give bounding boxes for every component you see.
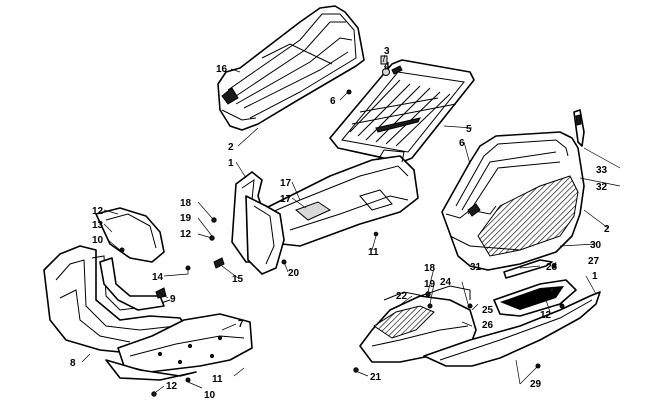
callout-12-left: 12: [180, 229, 192, 240]
callout-labels: 16 2 3 4 6 5 6 33 32 2 30 1 17 17 11 18 …: [70, 46, 610, 401]
callout-31: 31: [470, 262, 482, 273]
callout-9: 9: [170, 294, 176, 305]
grille-panel: [329, 59, 475, 163]
callout-23: 17: [280, 194, 292, 205]
callout-8: 8: [70, 358, 76, 369]
callout-1-top: 1: [228, 158, 234, 169]
callout-25: 25: [482, 305, 494, 316]
side-panel-upper: [217, 5, 365, 131]
callout-17-right: 18: [424, 263, 436, 274]
callout-2-right: 2: [604, 224, 610, 235]
belly-pan-lower: [359, 259, 601, 367]
hardware-3-4: [346, 55, 403, 95]
callout-24: 24: [440, 277, 452, 288]
callout-28: 28: [546, 262, 558, 273]
callout-10-bottom: 10: [204, 390, 216, 401]
callout-14: 13: [92, 220, 104, 231]
leader-lines: [81, 54, 621, 393]
callout-6-top: 6: [330, 96, 336, 107]
callout-27: 27: [588, 256, 600, 267]
callout-26: 26: [482, 320, 494, 331]
callout-32: 32: [596, 182, 608, 193]
front-nose-pan: [43, 207, 187, 355]
callout-18-right: 19: [424, 279, 436, 290]
callout-18-left: 19: [180, 213, 192, 224]
callout-11-upper: 11: [368, 247, 379, 258]
callout-12-bottom: 12: [166, 381, 178, 392]
callout-3: 3: [384, 46, 390, 57]
callout-30: 30: [590, 240, 602, 251]
callout-10-left: 10: [92, 235, 104, 246]
callout-16: 15: [232, 274, 244, 285]
callout-21: 16: [216, 64, 228, 75]
callout-4: 4: [384, 61, 390, 72]
callout-22: 17: [280, 178, 292, 189]
callout-1-right: 1: [592, 271, 598, 282]
callout-7: 7: [238, 319, 244, 330]
callout-2-top: 2: [228, 142, 234, 153]
callout-15: 14: [152, 272, 164, 283]
callout-12-right: 12: [540, 310, 552, 321]
callout-6-right: 6: [459, 138, 465, 149]
side-bracket-upper: [231, 171, 285, 275]
callout-19-upper: 20: [288, 268, 300, 279]
callout-33: 33: [596, 165, 608, 176]
callout-20: 22: [396, 291, 408, 302]
side-panel-right: [441, 109, 585, 271]
callout-19-lower: 21: [370, 372, 382, 383]
callout-11-lower: 11: [212, 374, 223, 385]
callout-5: 5: [466, 124, 472, 135]
skid-plate-front: [105, 313, 253, 381]
callout-29: 29: [530, 379, 542, 390]
callout-13: 12: [92, 206, 104, 217]
callout-17-left: 18: [180, 198, 192, 209]
